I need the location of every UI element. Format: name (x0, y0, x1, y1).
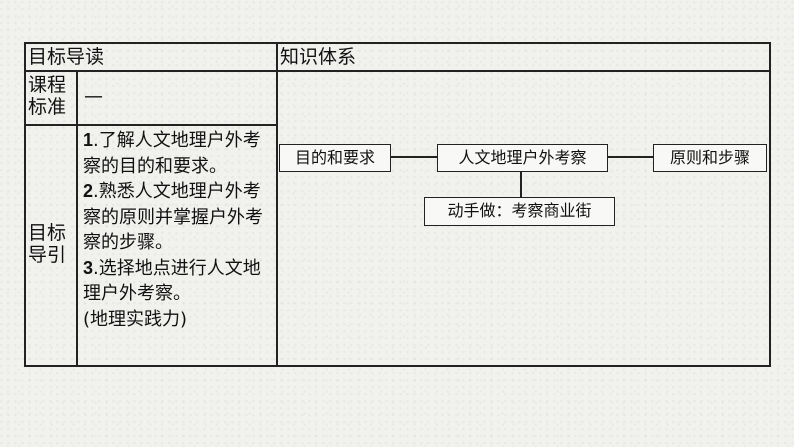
goal-item: 3.选择地点进行人文地理户外考察。 (83, 257, 261, 305)
goal-item: 1.了解人文地理户外考察的目的和要求。 (83, 130, 261, 177)
header-target-guide: 目标导读 (28, 46, 105, 68)
table-border-bottom (24, 365, 770, 367)
goals-list: 1.了解人文地理户外考察的目的和要求。 2.熟悉人文地理户外考察的原则并掌握户外… (83, 128, 273, 332)
connector-right (607, 156, 654, 158)
connector-down (520, 170, 522, 198)
table-header-divider (24, 70, 770, 72)
table-column-divider (276, 42, 278, 366)
curriculum-standard-label: 课程标准 (28, 74, 67, 118)
skill-note: (地理实践力) (83, 308, 188, 330)
node-purpose-requirements: 目的和要求 (279, 144, 391, 172)
node-hands-on-activity: 动手做：考察商业街 (424, 197, 615, 226)
table-label-divider (76, 70, 78, 366)
curriculum-standard-value: — (84, 85, 103, 107)
connector-left (390, 156, 438, 158)
node-field-survey: 人文地理户外考察 (437, 144, 608, 172)
header-knowledge-system: 知识体系 (280, 46, 357, 68)
table-row-divider (24, 124, 277, 126)
table-border-top (24, 42, 770, 44)
table-border-left (24, 42, 26, 367)
table-border-right (769, 42, 771, 367)
node-principles-steps: 原则和步骤 (653, 144, 767, 172)
target-guide-label: 目标导引 (28, 222, 67, 266)
goal-item: 2.熟悉人文地理户外考察的原则并掌握户外考察的步骤。 (83, 181, 263, 253)
